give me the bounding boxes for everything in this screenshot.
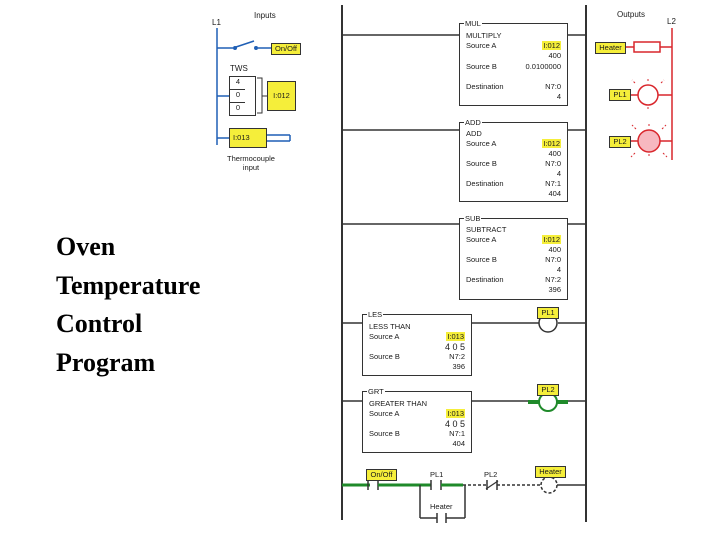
- add-source-a-address: I:012: [542, 139, 561, 148]
- add-name: ADD: [466, 129, 482, 138]
- pl2-lamp: [637, 129, 661, 153]
- grt-source-b-value: 404: [452, 439, 465, 448]
- mul-instruction-block[interactable]: MUL MULTIPLY Source A I:012 400 Source B…: [459, 19, 568, 106]
- mul-name: MULTIPLY: [466, 31, 502, 40]
- les-source-b-label: Source B: [369, 352, 400, 361]
- heater-coil-label: Heater: [535, 466, 566, 478]
- inputs-header: Inputs: [254, 11, 276, 20]
- grt-tag: GRT: [367, 387, 385, 396]
- sub-source-b-value: 4: [556, 265, 561, 274]
- add-source-b-address: N7:0: [545, 159, 561, 168]
- sub-instruction-block[interactable]: SUB SUBTRACT Source A I:012 400 Source B…: [459, 214, 568, 300]
- mul-source-b-label: Source B: [466, 62, 497, 71]
- tws-side: [245, 76, 256, 116]
- sub-destination-label: Destination: [466, 275, 504, 284]
- mul-destination-value: 4: [556, 92, 561, 101]
- thermocouple-label-line: input: [242, 163, 260, 172]
- thermocouple-label: Thermocouple input: [224, 154, 278, 172]
- slide-title: Oven Temperature Control Program: [56, 228, 200, 382]
- mul-source-a-address: I:012: [542, 41, 561, 50]
- pl1-output-tag: PL1: [609, 89, 631, 101]
- les-tag: LES: [367, 310, 384, 319]
- sub-source-b-label: Source B: [466, 255, 497, 264]
- sub-source-b-address: N7:0: [545, 255, 561, 264]
- grt-source-b-label: Source B: [369, 429, 400, 438]
- mul-destination-address: N7:0: [545, 82, 561, 91]
- pl2-contact-label: PL2: [484, 470, 498, 479]
- pl1-lamp: [637, 84, 659, 106]
- mul-source-a-label: Source A: [466, 41, 497, 50]
- les-source-a-value: 4 0 5: [444, 342, 465, 352]
- mul-destination-label: Destination: [466, 82, 504, 91]
- grt-instruction-block[interactable]: GRT GREATER THAN Source A I:013 4 0 5 So…: [362, 387, 472, 453]
- outputs-header: Outputs: [617, 10, 646, 19]
- heater-seal-contact-label: Heater: [430, 502, 453, 511]
- les-source-b-address: N7:2: [449, 352, 465, 361]
- l1-label: L1: [212, 18, 221, 27]
- les-source-b-value: 396: [452, 362, 465, 371]
- heater-output-tag: Heater: [595, 42, 626, 54]
- pl1-contact-label: PL1: [430, 470, 444, 479]
- sub-source-a-label: Source A: [466, 235, 497, 244]
- title-line: Temperature: [56, 270, 201, 300]
- add-tag: ADD: [464, 118, 482, 127]
- tws-address-tag: I:012: [267, 81, 296, 111]
- grt-source-a-value: 4 0 5: [444, 419, 465, 429]
- grt-coil-label: PL2: [537, 384, 559, 396]
- add-source-b-label: Source B: [466, 159, 497, 168]
- grt-source-b-address: N7:1: [449, 429, 465, 438]
- tws-digit: 0: [230, 90, 246, 103]
- heater-resistor: [633, 41, 661, 53]
- mul-tag: MUL: [464, 19, 482, 28]
- sub-destination-value: 396: [548, 285, 561, 294]
- add-destination-label: Destination: [466, 179, 504, 188]
- grt-name: GREATER THAN: [369, 399, 428, 408]
- add-destination-address: N7:1: [545, 179, 561, 188]
- sub-source-a-address: I:012: [542, 235, 561, 244]
- mul-source-a-value: 400: [548, 51, 561, 60]
- title-line: Control: [56, 309, 143, 338]
- les-name: LESS THAN: [369, 322, 411, 331]
- grt-source-a-label: Source A: [369, 409, 400, 418]
- l2-label: L2: [667, 17, 676, 26]
- grt-source-a-address: I:013: [446, 409, 465, 418]
- sub-name: SUBTRACT: [466, 225, 507, 234]
- title-line: Program: [56, 347, 156, 377]
- add-source-a-value: 400: [548, 149, 561, 158]
- add-instruction-block[interactable]: ADD ADD Source A I:012 400 Source B N7:0…: [459, 118, 568, 202]
- onoff-input-tag: On/Off: [271, 43, 301, 55]
- les-source-a-address: I:013: [446, 332, 465, 341]
- sub-destination-address: N7:2: [545, 275, 561, 284]
- onoff-contact-label: On/Off: [366, 469, 397, 481]
- tws-digit: 0: [235, 103, 241, 112]
- add-source-a-label: Source A: [466, 139, 497, 148]
- les-source-a-label: Source A: [369, 332, 400, 341]
- title-line: Oven: [56, 232, 116, 261]
- thermocouple-address-tag: I:013: [229, 128, 267, 148]
- les-instruction-block[interactable]: LES LESS THAN Source A I:013 4 0 5 Sourc…: [362, 310, 472, 376]
- add-source-b-value: 4: [556, 169, 561, 178]
- pl2-output-tag: PL2: [609, 136, 631, 148]
- tws-label: TWS: [230, 64, 248, 73]
- heater-coil: [540, 476, 558, 494]
- mul-source-b-value: 0.0100000: [525, 62, 561, 71]
- sub-tag: SUB: [464, 214, 482, 223]
- tws-digit: 4: [230, 77, 246, 90]
- les-coil-label: PL1: [537, 307, 559, 319]
- thermocouple-label-line: Thermocouple: [227, 154, 275, 163]
- add-destination-value: 404: [548, 189, 561, 198]
- sub-source-a-value: 400: [548, 245, 561, 254]
